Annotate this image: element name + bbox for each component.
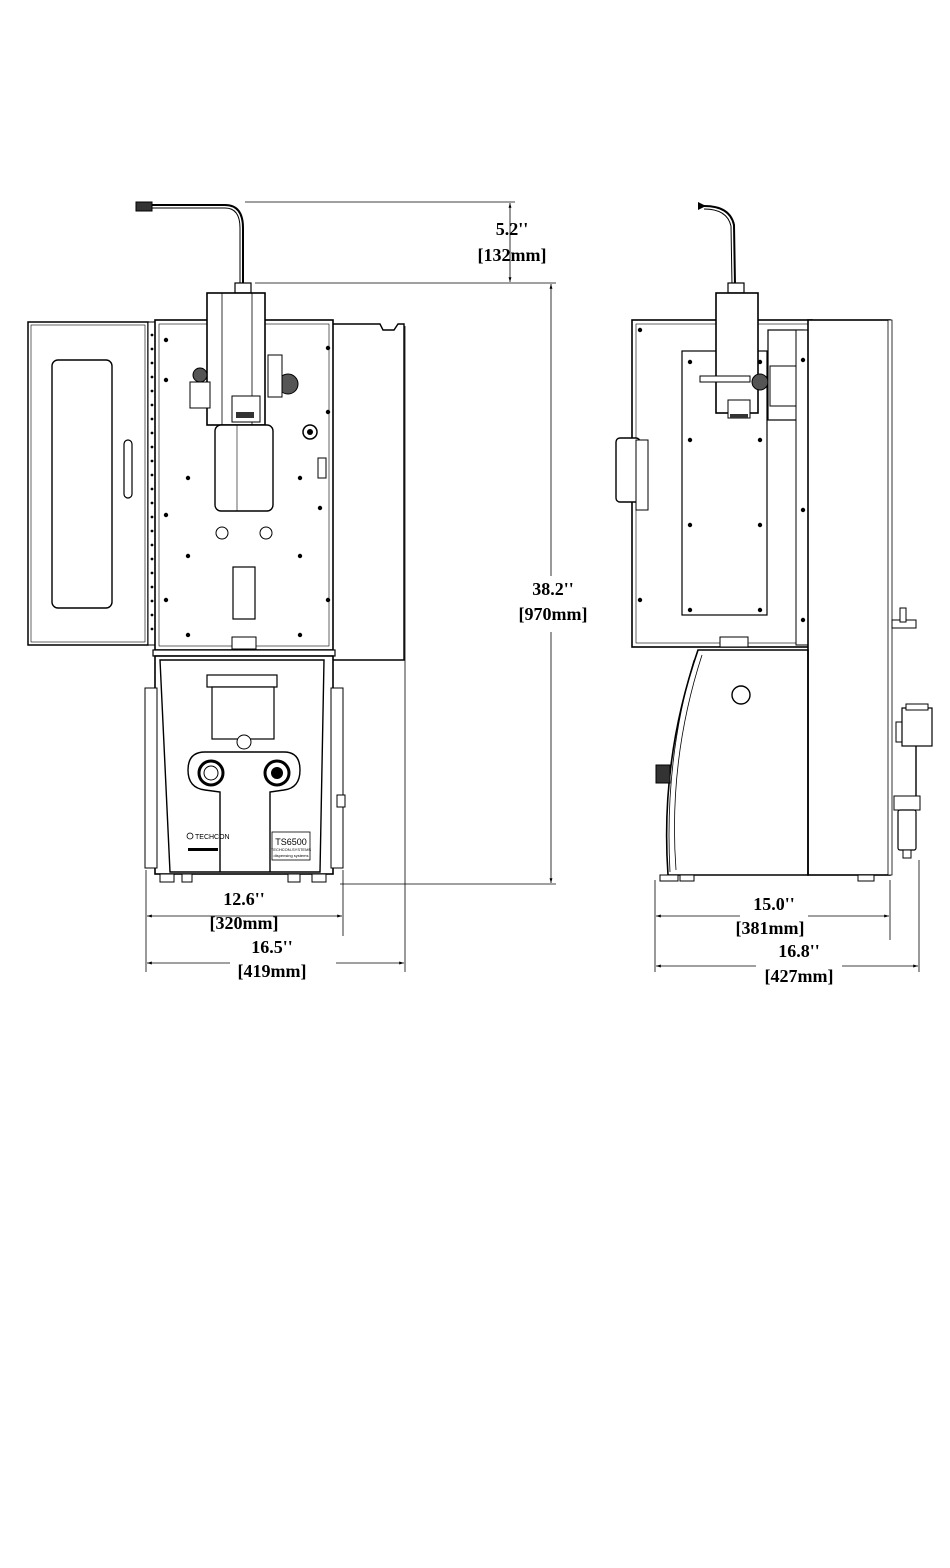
dim-depth-mm: [381mm] <box>736 918 805 938</box>
front-base: TECHCON TS6500 TECHCON-SYSTEMS dispensin… <box>145 650 345 882</box>
screw-dot <box>326 346 330 350</box>
front-door <box>28 322 156 645</box>
screw-dot <box>151 558 154 561</box>
screw-dot <box>326 410 330 414</box>
side-view: 15.0'' [381mm] 16.8'' [427mm] <box>616 202 932 986</box>
screw-dot <box>186 476 190 480</box>
model-note: dispensing systems <box>274 853 309 858</box>
screw-dot <box>758 523 762 527</box>
screw-dot <box>151 418 154 421</box>
screw-dot <box>688 438 692 442</box>
screw-dot <box>151 572 154 575</box>
screw-dot <box>151 614 154 617</box>
screw-dot <box>151 390 154 393</box>
screw-dot <box>298 633 302 637</box>
screw-dot <box>151 446 154 449</box>
needle-tube <box>136 202 251 293</box>
front-view: TECHCON TS6500 TECHCON-SYSTEMS dispensin… <box>28 202 587 981</box>
dim-height-mm: [970mm] <box>519 604 588 624</box>
screw-dot <box>758 360 762 364</box>
screw-dot <box>688 608 692 612</box>
screw-dot <box>298 476 302 480</box>
model-subtitle: TECHCON-SYSTEMS <box>271 847 312 852</box>
screw-dot <box>298 554 302 558</box>
screw-dot <box>186 633 190 637</box>
dim-overall-depth-mm: [427mm] <box>765 966 834 986</box>
screw-dot <box>151 544 154 547</box>
screw-dot <box>151 530 154 533</box>
dim-base-width-in: 12.6'' <box>223 889 265 909</box>
screw-dot <box>151 348 154 351</box>
dim-overall-width-in: 16.5'' <box>251 937 293 957</box>
screw-dot <box>151 376 154 379</box>
screw-dot <box>164 513 168 517</box>
screw-dot <box>151 600 154 603</box>
screw-dot <box>326 598 330 602</box>
screw-dot <box>758 438 762 442</box>
screw-dot <box>151 362 154 365</box>
screw-dot <box>151 474 154 477</box>
screw-dot <box>638 598 642 602</box>
front-cabinet <box>155 293 404 660</box>
screw-dot <box>151 502 154 505</box>
screw-dot <box>151 404 154 407</box>
screw-dot <box>151 586 154 589</box>
screw-dot <box>638 328 642 332</box>
screw-dot <box>151 334 154 337</box>
dim-depth-in: 15.0'' <box>753 894 795 914</box>
dim-needle-height-mm: [132mm] <box>478 245 547 265</box>
screw-dot <box>151 432 154 435</box>
screw-dot <box>801 618 805 622</box>
dim-needle-height-in: 5.2'' <box>496 219 529 239</box>
side-column <box>808 320 932 875</box>
dim-base-width-mm: [320mm] <box>210 913 279 933</box>
screw-dot <box>318 506 322 510</box>
screw-dot <box>801 358 805 362</box>
screw-dot <box>186 554 190 558</box>
screw-dot <box>164 338 168 342</box>
screw-dot <box>151 516 154 519</box>
screw-dot <box>151 488 154 491</box>
screw-dot <box>758 608 762 612</box>
side-needle <box>698 202 744 293</box>
screw-dot <box>164 378 168 382</box>
model-name: TS6500 <box>275 837 307 847</box>
brand-name: TECHCON <box>195 834 230 841</box>
dim-overall-width-mm: [419mm] <box>238 961 307 981</box>
dim-height-in: 38.2'' <box>532 579 574 599</box>
screw-dot <box>688 523 692 527</box>
screw-dot <box>151 628 154 631</box>
model-label: TS6500 TECHCON-SYSTEMS dispensing system… <box>271 832 312 860</box>
screw-dot <box>688 360 692 364</box>
screw-dot <box>801 508 805 512</box>
dim-overall-depth-in: 16.8'' <box>778 941 820 961</box>
screw-dot <box>164 598 168 602</box>
screw-dot <box>151 460 154 463</box>
